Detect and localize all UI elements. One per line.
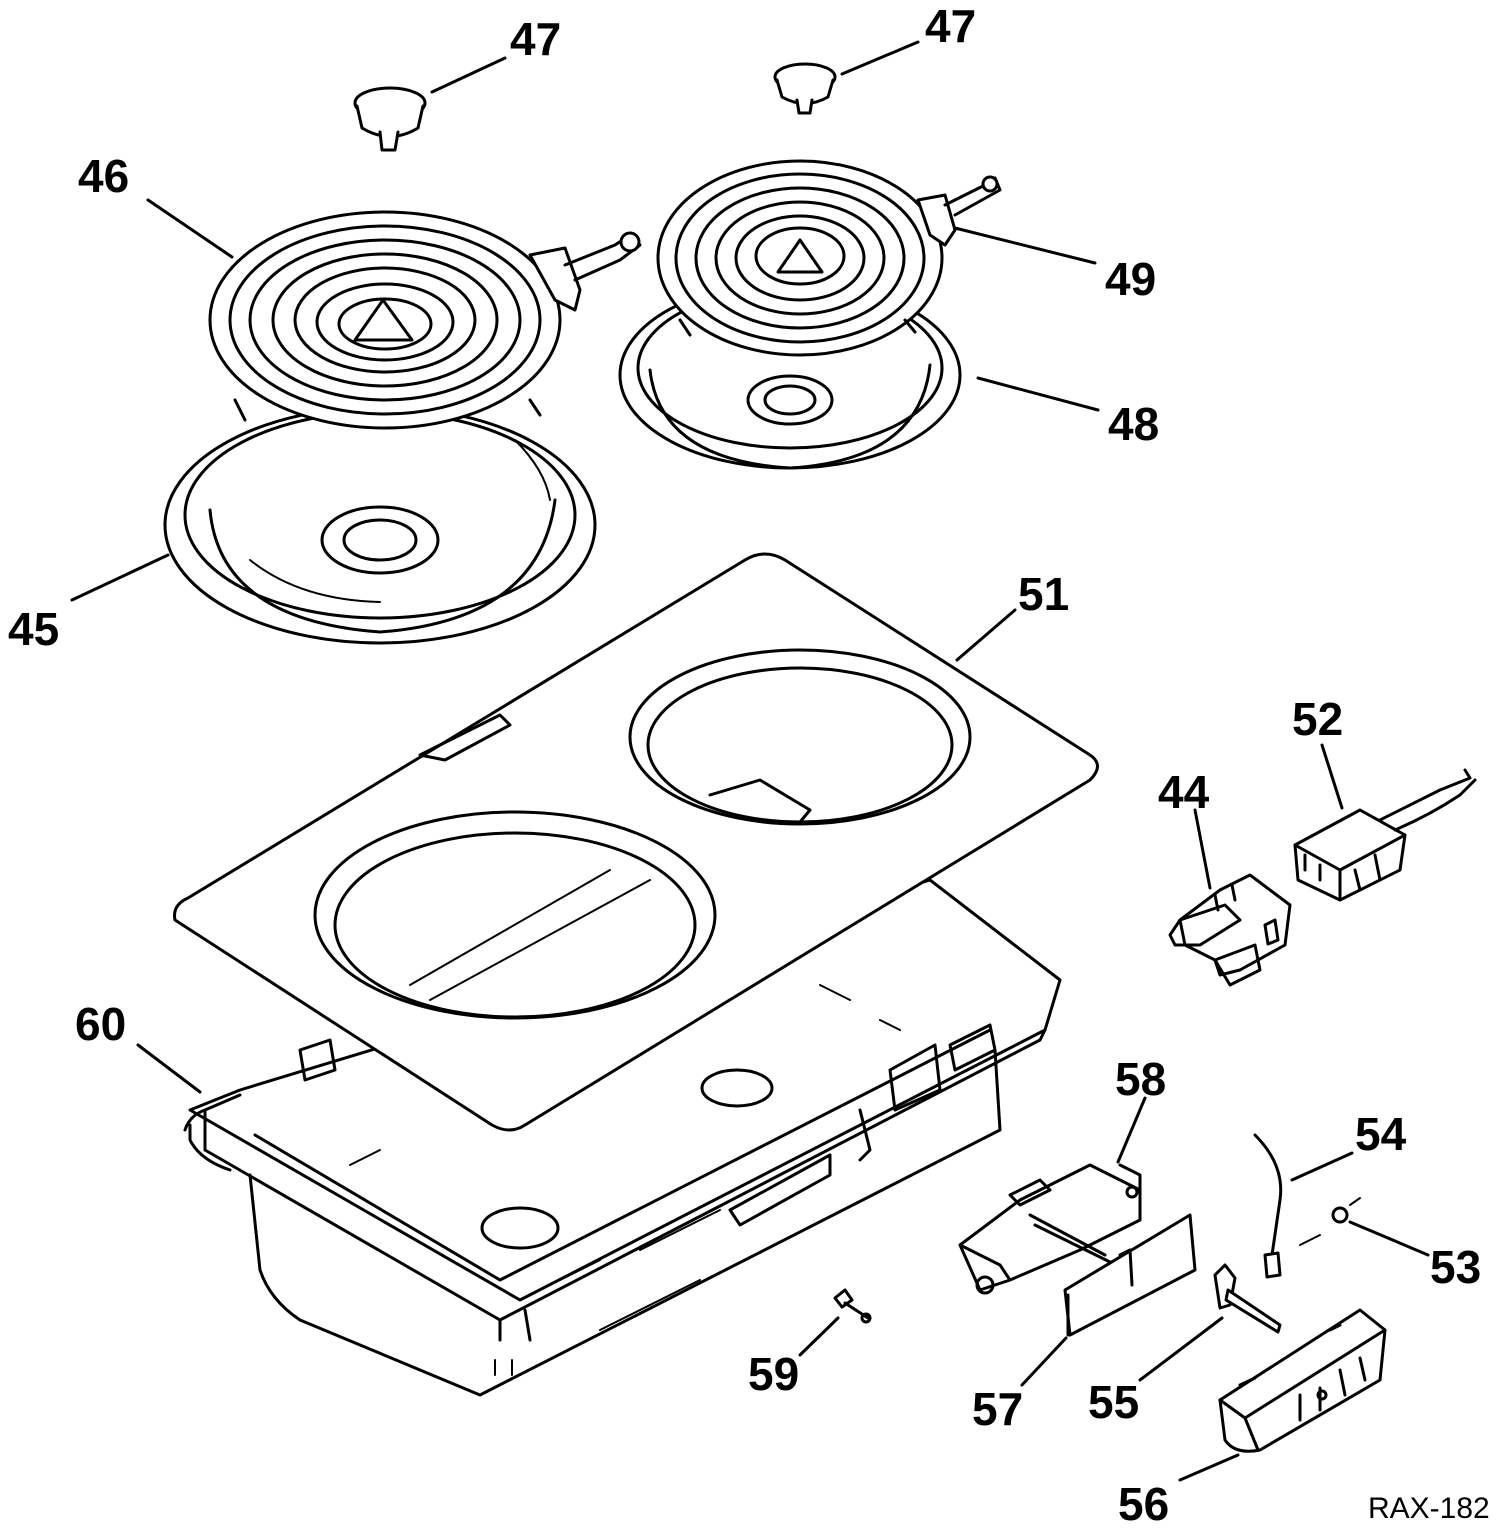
cooktop-panel-drawing xyxy=(173,552,1099,1132)
leader-57 xyxy=(1020,1336,1068,1387)
diagram-reference-code: RAX-182 xyxy=(1368,1492,1490,1525)
leader-54 xyxy=(1290,1151,1354,1182)
part-number-59: 59 xyxy=(748,1348,799,1400)
part-number-52: 52 xyxy=(1292,693,1343,745)
part-number-54: 54 xyxy=(1355,1108,1407,1160)
leader-lines xyxy=(70,40,1430,1482)
part-number-55: 55 xyxy=(1088,1376,1139,1428)
part-number-45: 45 xyxy=(8,603,59,655)
leader-52 xyxy=(1320,743,1344,810)
leader-60 xyxy=(136,1043,202,1094)
element-cap-right-drawing xyxy=(773,62,837,115)
leader-46 xyxy=(146,198,234,259)
receptacle-clip-drawing xyxy=(1168,873,1292,987)
leader-55 xyxy=(1138,1316,1224,1382)
part-callouts: 47 47 46 49 48 45 51 52 44 60 58 54 53 5… xyxy=(8,0,1481,1530)
leader-44 xyxy=(1193,808,1212,890)
leader-53 xyxy=(1348,1220,1430,1257)
part-number-47-right: 47 xyxy=(925,0,976,52)
element-cap-left-drawing xyxy=(353,86,427,152)
switch-housing-drawing xyxy=(1218,1308,1387,1453)
leader-47b xyxy=(840,40,920,76)
large-drip-pan-drawing xyxy=(163,405,597,645)
leader-48 xyxy=(976,376,1100,412)
wire-lead-drawing xyxy=(1253,1133,1283,1279)
part-number-57: 57 xyxy=(972,1383,1023,1435)
terminal-block-drawing xyxy=(1293,768,1477,902)
leader-47a xyxy=(430,56,507,94)
screw-drawing xyxy=(833,1288,872,1324)
switch-lever-drawing xyxy=(1213,1263,1282,1334)
part-number-49: 49 xyxy=(1105,253,1156,305)
part-number-51: 51 xyxy=(1018,568,1069,620)
base-pan-drawing xyxy=(183,878,1062,1397)
screw-small-drawing xyxy=(1299,1197,1361,1246)
part-number-46: 46 xyxy=(78,150,129,202)
part-number-56: 56 xyxy=(1118,1478,1169,1530)
leader-49 xyxy=(953,226,1097,265)
part-number-48: 48 xyxy=(1108,398,1159,450)
large-surface-element-drawing xyxy=(208,210,642,430)
leader-56 xyxy=(1178,1453,1240,1482)
part-number-58: 58 xyxy=(1115,1053,1166,1105)
bracket-drawing xyxy=(958,1163,1142,1295)
leader-45 xyxy=(70,553,170,602)
part-number-44: 44 xyxy=(1158,766,1210,818)
plate-drawing xyxy=(1063,1213,1197,1337)
leader-51 xyxy=(955,608,1017,662)
part-number-60: 60 xyxy=(75,998,126,1050)
small-surface-element-drawing xyxy=(656,159,1002,357)
leader-59 xyxy=(798,1316,840,1357)
leader-58 xyxy=(1116,1096,1147,1164)
part-number-47-left: 47 xyxy=(510,13,561,65)
part-number-53: 53 xyxy=(1430,1241,1481,1293)
